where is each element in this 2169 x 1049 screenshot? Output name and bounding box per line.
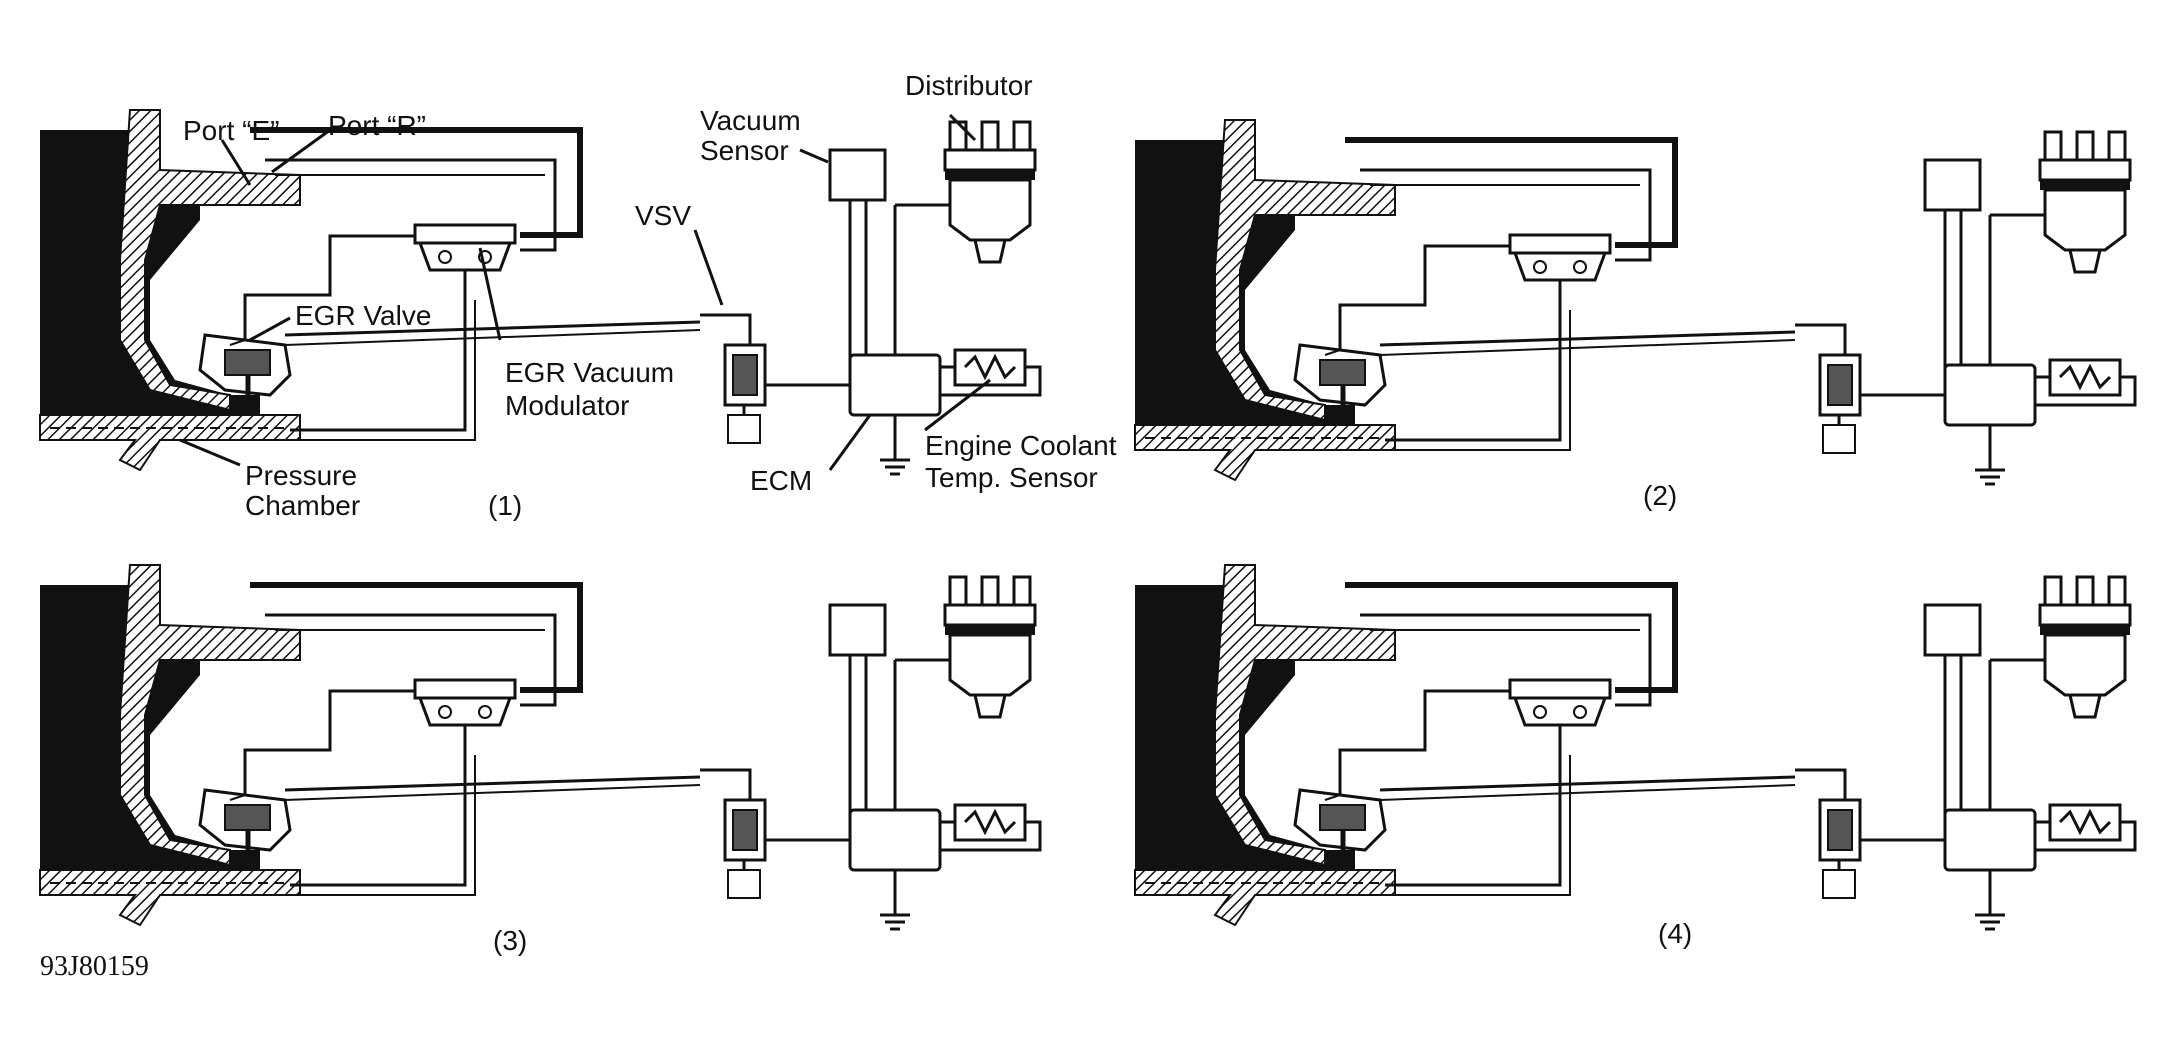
vsv-label: VSV [635,200,691,231]
engine-coolant-label-line2: Temp. Sensor [925,462,1098,493]
vacuum-sensor-label-line1: Vacuum [700,105,801,136]
panel-4-caption: (4) [1658,918,1692,949]
ecm-label: ECM [750,465,812,496]
panel-1-caption: (1) [488,490,522,521]
panel-4: (4) [1135,565,2135,949]
egr-valve-label: EGR Valve [295,300,431,331]
port-r-label: Port “R” [328,110,426,141]
egr-vacuum-modulator-label-line2: Modulator [505,390,630,421]
vacuum-sensor-label-line2: Sensor [700,135,789,166]
engine-coolant-label-line1: Engine Coolant [925,430,1117,461]
panel-3: (3) [40,565,1040,956]
port-e-label: Port “E” [183,115,279,146]
pressure-chamber-label-line1: Pressure [245,460,357,491]
panel-2-caption: (2) [1643,480,1677,511]
panel-1: Port “E” Port “R” Vacuum Sensor Distribu… [40,70,1117,521]
panel-3-caption: (3) [493,925,527,956]
panel-2: (2) [1135,120,2135,511]
figure-code: 93J80159 [40,951,149,982]
pressure-chamber-label-line2: Chamber [245,490,360,521]
egr-vacuum-modulator-label-line1: EGR Vacuum [505,357,674,388]
distributor-label: Distributor [905,70,1033,101]
